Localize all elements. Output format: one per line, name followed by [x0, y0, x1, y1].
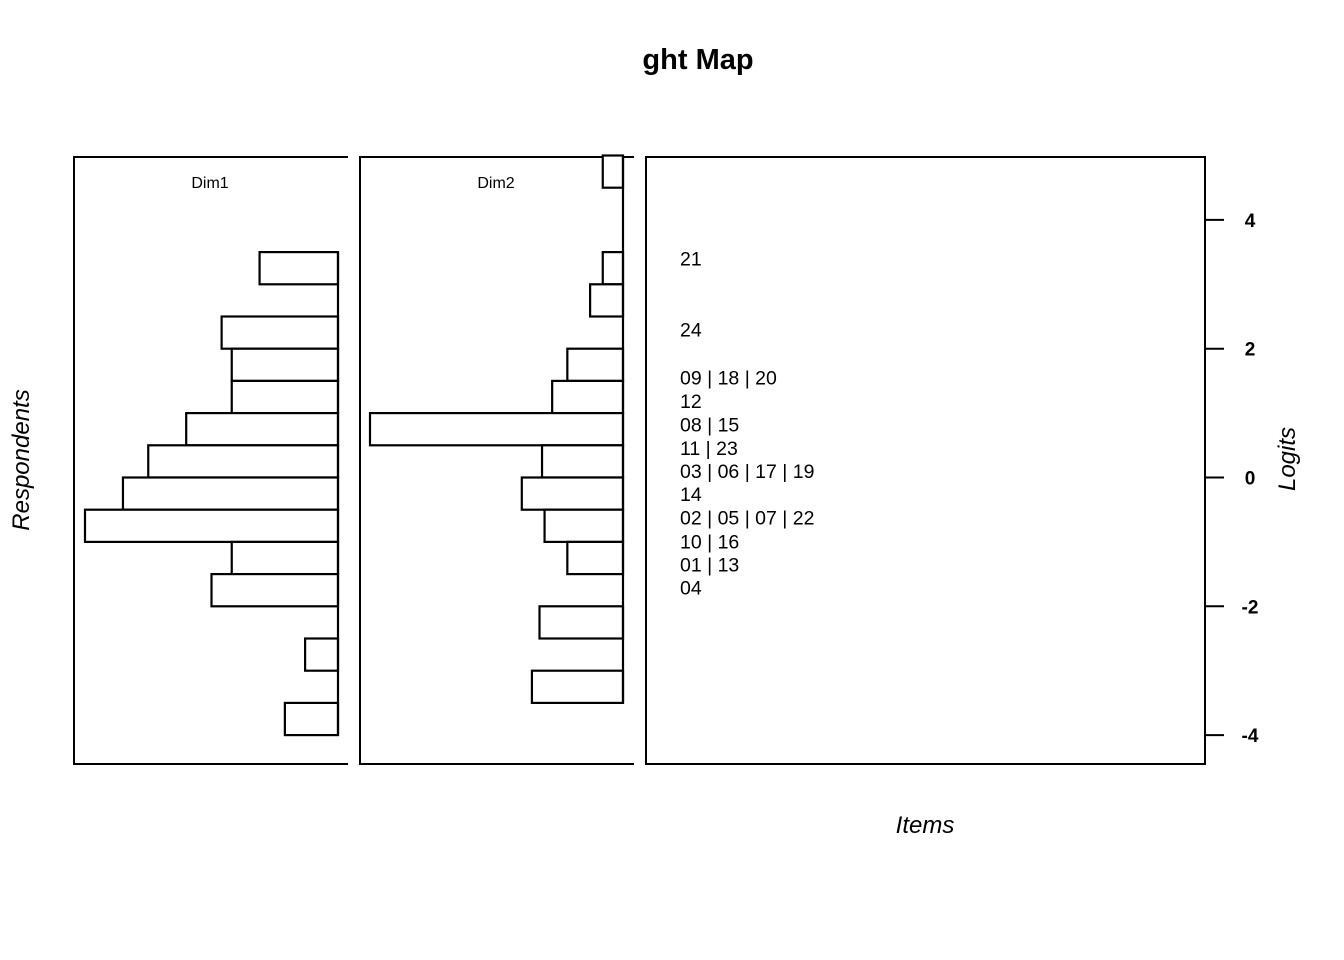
dim2-histogram-bar	[530, 669, 625, 705]
dim2-histogram-bar	[601, 251, 625, 286]
dim1-histogram-bar	[210, 572, 340, 608]
dim2-histogram-bar	[540, 444, 625, 479]
dim1-panel-frame	[73, 156, 348, 765]
item-label: 12	[680, 391, 702, 413]
item-label: 11 | 23	[680, 438, 738, 460]
dim1-histogram-bar	[258, 251, 340, 286]
dim1-histogram-bar	[220, 315, 340, 350]
items-axis-label: Items	[896, 812, 955, 839]
item-label: 24	[680, 319, 702, 341]
dim2-histogram-bar	[551, 379, 625, 415]
logits-axis: 4 2 0 -2 -4	[1205, 211, 1259, 747]
y-tick-label: -2	[1242, 597, 1259, 618]
y-tick-label: 0	[1245, 469, 1256, 490]
dim1-histogram-bar	[230, 379, 340, 415]
item-label: 04	[680, 578, 702, 600]
item-label: 08 | 15	[680, 415, 739, 437]
dim2-histogram-bar	[538, 605, 625, 640]
dim2-histogram-bar	[601, 154, 625, 189]
dim1-histogram-bar	[147, 444, 340, 479]
dim2-histogram-bar	[589, 283, 625, 318]
dim1-histogram-bar	[185, 412, 340, 447]
dim1-panel: Dim1	[73, 156, 348, 765]
dim2-histogram-bar	[368, 412, 625, 447]
item-label: 03 | 06 | 17 | 19	[680, 461, 814, 483]
dim2-histogram-bar	[520, 476, 625, 511]
chart-title: ght Map	[642, 44, 753, 76]
dim1-histogram-bar	[230, 347, 340, 383]
respondents-axis-label: Respondents	[8, 389, 35, 530]
dim2-histogram-bar	[543, 508, 625, 544]
dim1-histogram-bar	[121, 476, 340, 511]
dim1-bars	[83, 251, 340, 737]
dim2-bars	[368, 154, 625, 705]
y-tick-label: -4	[1242, 726, 1259, 747]
dim2-histogram-bar	[566, 540, 625, 576]
dim1-histogram-bar	[304, 637, 340, 672]
items-panel-frame	[645, 156, 1206, 765]
dim2-panel: Dim2	[359, 154, 634, 765]
logits-axis-label: Logits	[1274, 427, 1301, 491]
dim1-histogram-bar	[83, 508, 340, 544]
item-label: 10 | 16	[680, 531, 739, 553]
item-label: 14	[680, 484, 702, 506]
dim1-histogram-bar	[230, 540, 340, 576]
item-label: 09 | 18 | 20	[680, 368, 777, 390]
dim1-histogram-bar	[283, 701, 340, 737]
dim2-panel-label: Dim2	[477, 175, 514, 192]
item-label: 21	[680, 249, 702, 271]
item-label: 01 | 13	[680, 554, 739, 576]
y-tick-label: 2	[1245, 340, 1256, 361]
item-label: 02 | 05 | 07 | 22	[680, 507, 814, 529]
dim2-panel-frame	[359, 156, 634, 765]
y-tick-label: 4	[1245, 211, 1256, 232]
dim1-panel-label: Dim1	[191, 175, 228, 192]
dim2-histogram-bar	[566, 347, 625, 383]
